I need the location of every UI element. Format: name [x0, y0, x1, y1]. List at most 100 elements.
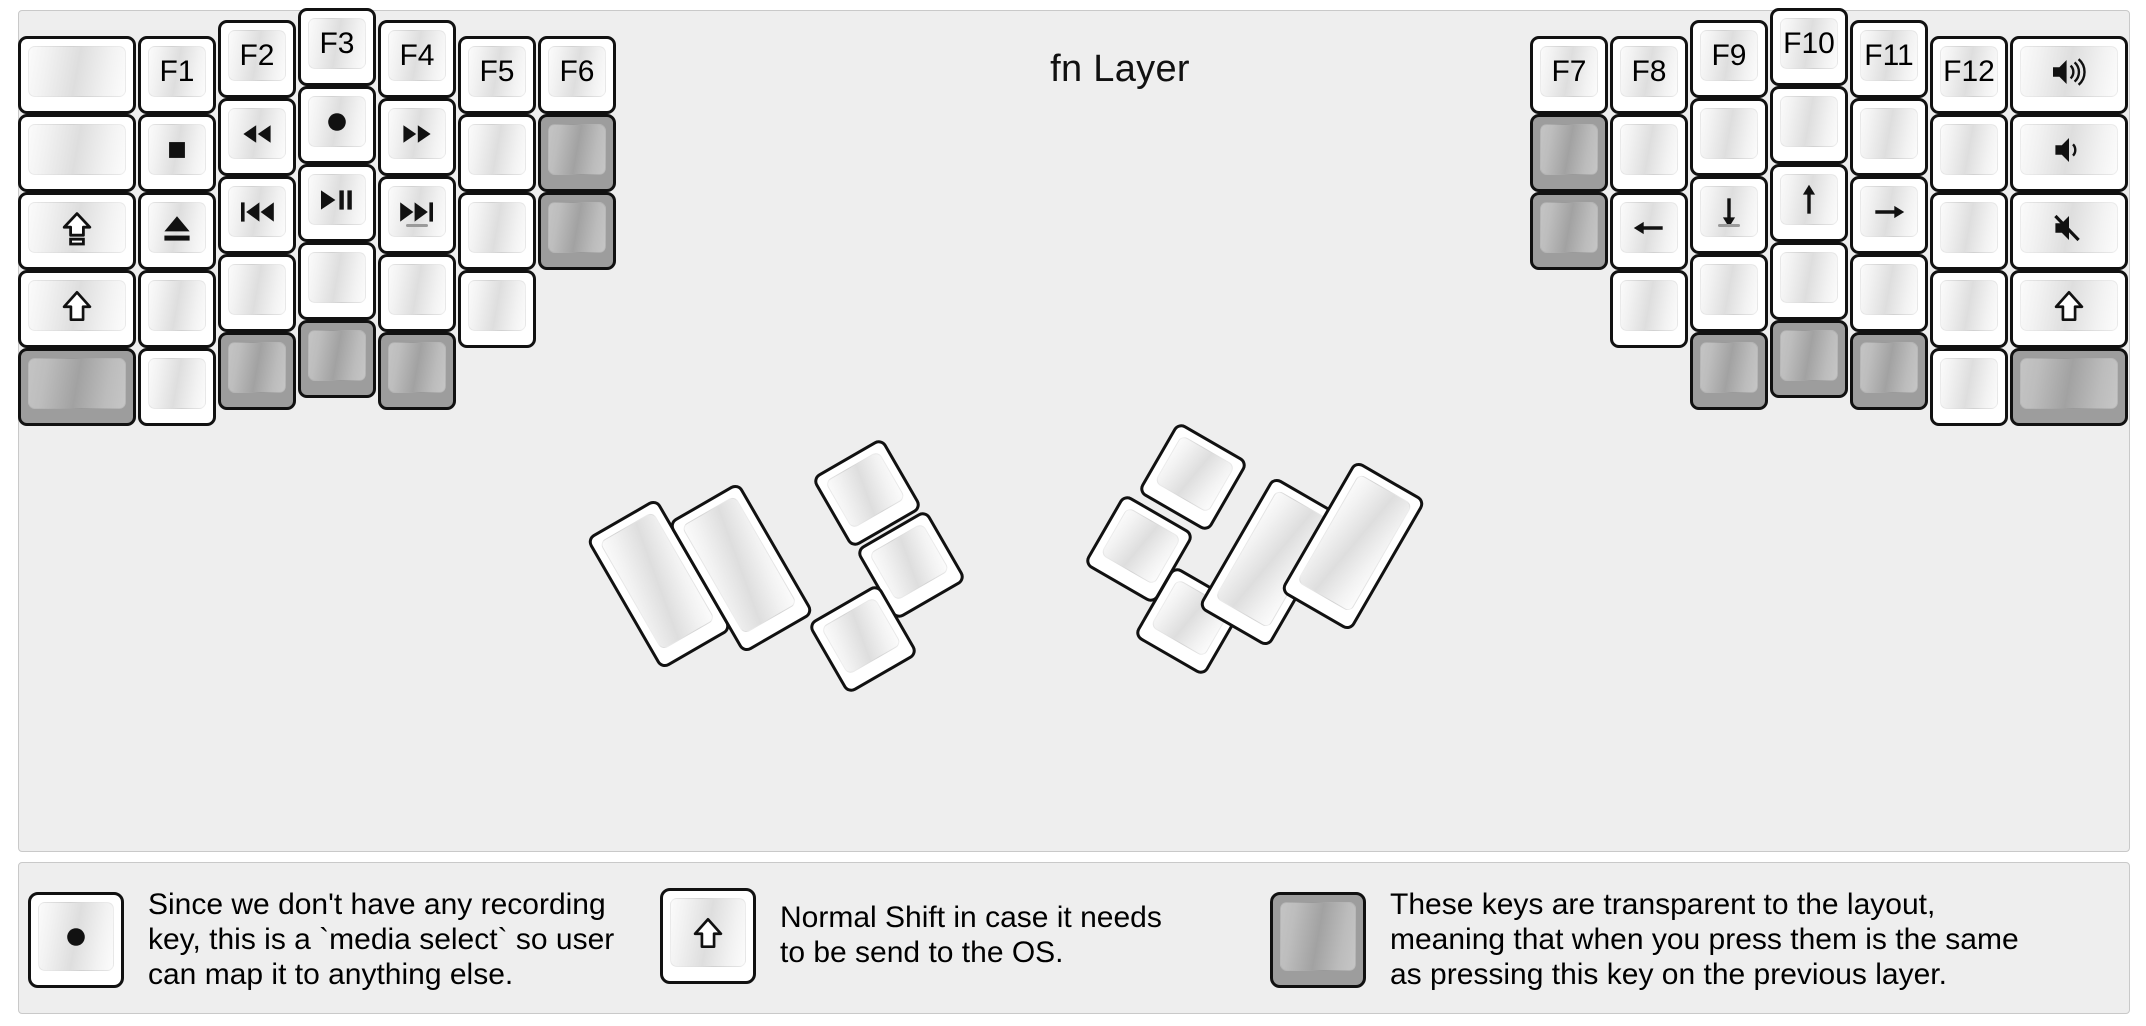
left-key-col-index-0[interactable]: F4 — [378, 20, 456, 98]
left-key-col-index-inner-0[interactable]: F5 — [458, 36, 536, 114]
right-key-col-ring-1[interactable] — [1850, 98, 1928, 176]
right-key-col-pinky-outer-4[interactable] — [2010, 348, 2128, 426]
left-key-col-extra-inner-2[interactable] — [538, 192, 616, 270]
key-label-empty — [1693, 335, 1765, 400]
right-key-col-ring-3[interactable] — [1850, 254, 1928, 332]
fast-forward-icon — [381, 101, 453, 166]
arrow-left-icon — [1613, 195, 1685, 260]
right-key-col-index-2[interactable] — [1690, 176, 1768, 254]
legend-transparent-key: These keys are transparent to the layout… — [1270, 888, 2019, 992]
legend-transparent-key-swatch — [1270, 892, 1366, 989]
key-label-empty — [1853, 257, 1925, 322]
key-label-empty — [21, 117, 133, 182]
key-label: F6 — [559, 54, 595, 88]
left-key-col-middle-0[interactable]: F3 — [298, 8, 376, 86]
right-key-col-middle-0[interactable]: F10 — [1770, 8, 1848, 86]
shift-icon — [2013, 273, 2125, 338]
key-label: F9 — [1711, 38, 1747, 72]
right-key-col-index-inner-2[interactable] — [1610, 192, 1688, 270]
right-key-col-index-3[interactable] — [1690, 254, 1768, 332]
right-key-col-pinky-outer-1[interactable] — [2010, 114, 2128, 192]
left-key-col-pinky-0[interactable]: F1 — [138, 36, 216, 114]
left-key-col-index-4[interactable] — [378, 332, 456, 410]
keycap-face — [1280, 902, 1356, 972]
key-label-empty — [1533, 117, 1605, 182]
key-label-empty — [541, 195, 613, 260]
right-key-col-middle-3[interactable] — [1770, 242, 1848, 320]
left-key-col-pinky-1[interactable] — [138, 114, 216, 192]
key-label-empty — [221, 257, 293, 322]
right-key-col-index-1[interactable] — [1690, 98, 1768, 176]
legend-nub — [406, 224, 428, 227]
legend-record-key-swatch — [28, 892, 124, 989]
right-key-col-index-inner-3[interactable] — [1610, 270, 1688, 348]
left-key-col-pinky-outer-4[interactable] — [18, 348, 136, 426]
right-key-col-pinky-4[interactable] — [1930, 348, 2008, 426]
left-key-col-pinky-outer-3[interactable] — [18, 270, 136, 348]
left-key-col-index-inner-3[interactable] — [458, 270, 536, 348]
right-key-col-index-inner-0[interactable]: F8 — [1610, 36, 1688, 114]
right-key-col-middle-4[interactable] — [1770, 320, 1848, 398]
right-key-col-pinky-outer-3[interactable] — [2010, 270, 2128, 348]
right-key-col-index-0[interactable]: F9 — [1690, 20, 1768, 98]
left-key-col-index-inner-1[interactable] — [458, 114, 536, 192]
left-key-col-pinky-outer-1[interactable] — [18, 114, 136, 192]
key-label: F10 — [1783, 26, 1835, 60]
left-key-col-middle-4[interactable] — [298, 320, 376, 398]
right-key-col-extra-inner-1[interactable] — [1530, 114, 1608, 192]
left-key-col-pinky-outer-0[interactable] — [18, 36, 136, 114]
left-key-col-pinky-4[interactable] — [138, 348, 216, 426]
key-label-empty — [1693, 257, 1765, 322]
left-key-col-ring-1[interactable] — [218, 98, 296, 176]
left-key-col-index-3[interactable] — [378, 254, 456, 332]
left-key-col-middle-3[interactable] — [298, 242, 376, 320]
right-key-col-middle-2[interactable] — [1770, 164, 1848, 242]
key-label-empty — [21, 351, 133, 416]
left-key-col-middle-2[interactable] — [298, 164, 376, 242]
record-icon — [301, 89, 373, 154]
left-key-col-extra-inner-1[interactable] — [538, 114, 616, 192]
left-key-col-ring-4[interactable] — [218, 332, 296, 410]
key-label: F1 — [159, 54, 195, 88]
left-key-col-ring-3[interactable] — [218, 254, 296, 332]
right-key-col-pinky-1[interactable] — [1930, 114, 2008, 192]
left-key-col-ring-0[interactable]: F2 — [218, 20, 296, 98]
left-key-col-pinky-3[interactable] — [138, 270, 216, 348]
right-key-col-ring-4[interactable] — [1850, 332, 1928, 410]
right-key-col-pinky-2[interactable] — [1930, 192, 2008, 270]
key-label-empty — [1613, 273, 1685, 338]
key-label: F8 — [1631, 54, 1667, 88]
left-key-col-pinky-outer-2[interactable] — [18, 192, 136, 270]
right-key-col-pinky-outer-2[interactable] — [2010, 192, 2128, 270]
left-key-col-ring-2[interactable] — [218, 176, 296, 254]
legend-shift-key-text: Normal Shift in case it needs to be send… — [780, 901, 1162, 969]
key-label-empty — [301, 245, 373, 310]
left-key-col-index-2[interactable] — [378, 176, 456, 254]
play-pause-icon — [301, 167, 373, 232]
legend-transparent-key-text: These keys are transparent to the layout… — [1390, 888, 2019, 991]
key-label-empty — [1853, 101, 1925, 166]
left-key-col-pinky-2[interactable] — [138, 192, 216, 270]
key-label-empty — [1773, 323, 1845, 388]
right-key-col-index-inner-1[interactable] — [1610, 114, 1688, 192]
rewind-icon — [221, 101, 293, 166]
right-key-col-pinky-outer-0[interactable] — [2010, 36, 2128, 114]
right-key-col-pinky-0[interactable]: F12 — [1930, 36, 2008, 114]
right-key-col-index-4[interactable] — [1690, 332, 1768, 410]
right-key-col-extra-inner-0[interactable]: F7 — [1530, 36, 1608, 114]
right-key-col-ring-2[interactable] — [1850, 176, 1928, 254]
right-key-col-extra-inner-2[interactable] — [1530, 192, 1608, 270]
arrow-up-icon — [1773, 167, 1845, 232]
right-key-col-pinky-3[interactable] — [1930, 270, 2008, 348]
key-label-empty — [461, 273, 533, 338]
right-key-col-ring-0[interactable]: F11 — [1850, 20, 1928, 98]
key-label-empty — [1933, 273, 2005, 338]
right-key-col-middle-1[interactable] — [1770, 86, 1848, 164]
left-key-col-middle-1[interactable] — [298, 86, 376, 164]
key-label: F5 — [479, 54, 515, 88]
arrow-down-icon — [1693, 179, 1765, 244]
left-key-col-index-1[interactable] — [378, 98, 456, 176]
left-key-col-index-inner-2[interactable] — [458, 192, 536, 270]
left-key-col-extra-inner-0[interactable]: F6 — [538, 36, 616, 114]
